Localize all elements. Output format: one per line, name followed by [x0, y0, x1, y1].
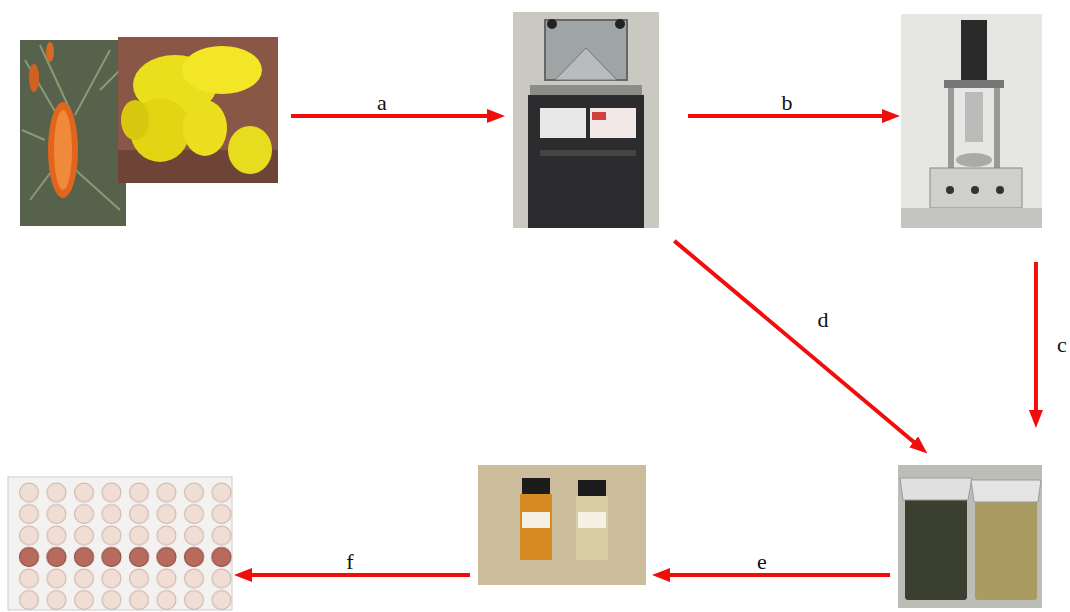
beakers-photo — [898, 465, 1042, 608]
edge-label: f — [344, 551, 355, 573]
beakers-photo — [898, 465, 1042, 608]
vials-photo — [478, 465, 646, 585]
flow-arrow — [662, 573, 890, 577]
freeze-dryer-photo — [513, 12, 659, 228]
flow-arrow — [291, 114, 495, 118]
sponge-photo — [118, 37, 278, 183]
edge-label: d — [816, 309, 831, 331]
flow-arrow — [674, 241, 919, 447]
vials-photo — [478, 465, 646, 585]
flow-arrow — [688, 114, 890, 118]
grinder-photo — [901, 14, 1042, 228]
freeze-dryer-photo — [513, 12, 659, 228]
flow-arrow — [1034, 262, 1038, 418]
edge-label: b — [780, 92, 795, 114]
specimen-photo — [20, 37, 278, 226]
edge-label: a — [375, 92, 389, 114]
grinder-photo — [901, 14, 1042, 228]
edge-label: e — [755, 551, 769, 573]
plant-photo — [20, 40, 126, 226]
flow-arrow — [244, 573, 470, 577]
well-plate-photo — [8, 477, 236, 610]
edge-label: c — [1055, 334, 1069, 356]
well-plate-photo — [8, 477, 232, 610]
